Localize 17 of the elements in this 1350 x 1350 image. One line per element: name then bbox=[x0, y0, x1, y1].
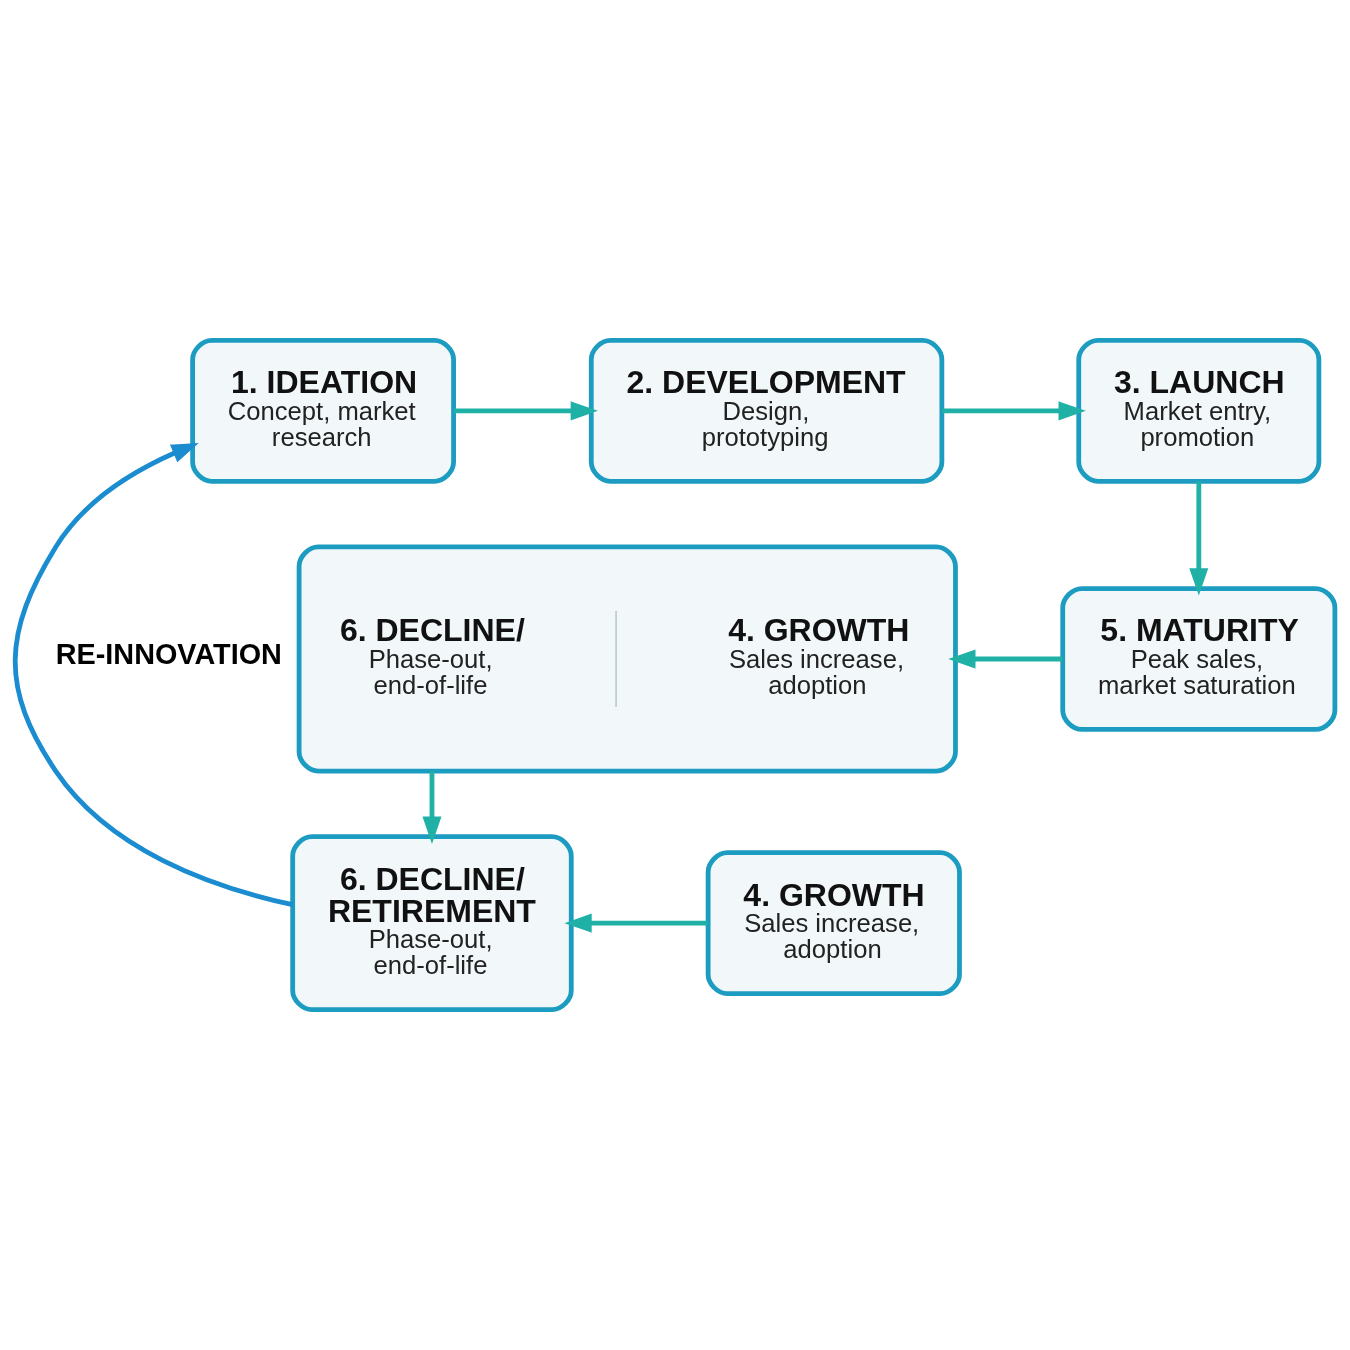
node-box: 6. DECLINE/ RETIREMENT Phase-out, end-of-life bbox=[290, 834, 574, 1012]
arrow bbox=[948, 649, 1063, 669]
node-box: 2. DEVELOPMENT Design, prototyping bbox=[588, 338, 945, 484]
node-box: 5. MATURITY Peak sales, market saturation bbox=[1060, 586, 1338, 732]
edge-label: RE-INNOVATION bbox=[55, 638, 282, 671]
arrow bbox=[422, 771, 442, 844]
arrow bbox=[12, 442, 294, 907]
arrow bbox=[564, 913, 708, 933]
cluster bbox=[296, 544, 958, 774]
node-text: 4. GROWTH Sales increase, adoption bbox=[728, 612, 910, 699]
arrow bbox=[453, 401, 598, 421]
node-box: 4. GROWTH Sales increase, adoption bbox=[705, 850, 962, 996]
arrow bbox=[942, 401, 1086, 421]
node-text: 6. DECLINE/ Phase-out, end-of-life bbox=[339, 612, 525, 699]
arrow bbox=[1189, 481, 1209, 596]
node-box: 1. IDEATION Concept, market research bbox=[190, 338, 456, 484]
node-box: 3. LAUNCH Market entry, promotion bbox=[1076, 338, 1322, 484]
